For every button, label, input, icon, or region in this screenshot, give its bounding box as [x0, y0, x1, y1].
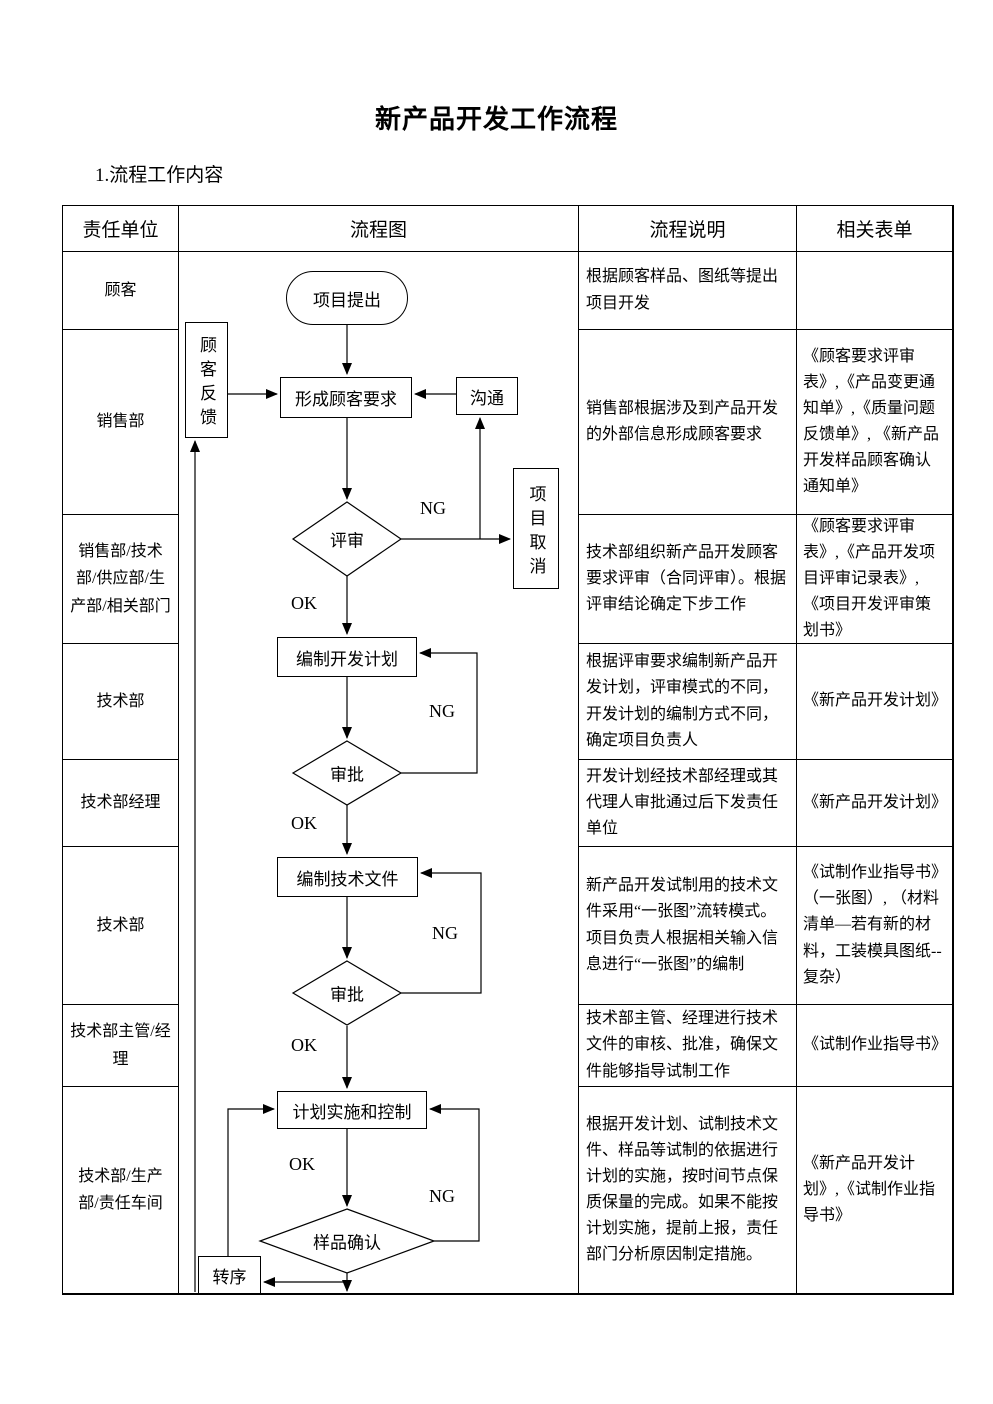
start-node: 项目提出	[286, 271, 408, 325]
transfer-node: 转序	[198, 1256, 261, 1293]
review-diamond-label: 评审	[330, 531, 364, 551]
ok-label-review: OK	[291, 593, 317, 613]
forms-cell: 《顾客要求评审表》,《产品开发项目评审记录表》, 《项目开发评审策划书》	[797, 515, 953, 644]
sample-confirm-diamond-label: 样品确认	[313, 1233, 381, 1253]
description-cell: 技术部组织新产品开发顾客要求评审（合同评审）。根据评审结论确定下步工作	[579, 515, 797, 644]
review-diamond	[291, 501, 403, 577]
forms-cell: 《顾客要求评审表》,《产品变更通知单》,《质量问题反馈单》, 《新产品开发样品顾…	[797, 330, 953, 515]
section-heading: 1.流程工作内容	[95, 165, 224, 186]
ng-label-approve1: NG	[429, 701, 455, 721]
customer-feedback-node: 顾客反馈	[185, 322, 228, 438]
header-unit: 责任单位	[63, 206, 179, 252]
description-cell: 新产品开发试制用的技术文件采用“一张图”流转模式。项目负责人根据相关输入信息进行…	[579, 847, 797, 1005]
make-tech-docs-node: 编制技术文件	[277, 857, 418, 897]
plan-execute-node: 计划实施和控制	[277, 1091, 427, 1129]
approve1-diamond	[291, 740, 403, 806]
header-description: 流程说明	[579, 206, 797, 252]
communicate-node: 沟通	[456, 377, 518, 415]
description-cell: 根据顾客样品、图纸等提出项目开发	[579, 252, 797, 330]
forms-cell	[797, 252, 953, 330]
description-cell: 根据开发计划、试制技术文件、样品等试制的依据进行计划的实施，按时间节点保质保量的…	[579, 1087, 797, 1294]
unit-cell: 技术部	[63, 847, 179, 1005]
unit-cell: 销售部	[63, 330, 179, 515]
header-forms: 相关表单	[797, 206, 953, 252]
unit-cell: 销售部/技术部/供应部/生产部/相关部门	[63, 515, 179, 644]
unit-cell: 技术部经理	[63, 760, 179, 847]
ng-label-sample: NG	[429, 1186, 455, 1206]
make-dev-plan-node: 编制开发计划	[277, 637, 417, 677]
project-cancel-node: 项目取消	[513, 468, 559, 589]
ok-label-sample: OK	[289, 1154, 315, 1174]
page-title: 新产品开发工作流程	[374, 104, 618, 134]
unit-cell: 技术部	[63, 644, 179, 760]
unit-cell: 技术部/生产部/责任车间	[63, 1087, 179, 1294]
ok-label-approve2: OK	[291, 1035, 317, 1055]
description-cell: 技术部主管、经理进行技术文件的审核、批准，确保文件能够指导试制工作	[579, 1005, 797, 1087]
unit-cell: 顾客	[63, 252, 179, 330]
sample-confirm-diamond	[258, 1208, 436, 1274]
forms-cell: 《试制作业指导书》	[797, 1005, 953, 1087]
description-cell: 根据评审要求编制新产品开发计划，评审模式的不同，开发计划的编制方式不同，确定项目…	[579, 644, 797, 760]
ng-label-approve2: NG	[432, 923, 458, 943]
unit-cell: 技术部主管/经理	[63, 1005, 179, 1087]
ok-label-approve1: OK	[291, 813, 317, 833]
flowchart-connectors	[190, 325, 511, 1292]
description-cell: 销售部根据涉及到产品开发的外部信息形成顾客要求	[579, 330, 797, 515]
form-requirements-node: 形成顾客要求	[280, 377, 412, 418]
description-cell: 开发计划经技术部经理或其代理人审批通过后下发责任单位	[579, 760, 797, 847]
flowchart-cell: 项目提出 顾客反馈 形成顾客要求 沟通 项目取消 编制开发计划 编制技术文件 计…	[179, 252, 579, 1294]
forms-cell: 《新产品开发计划》,《试制作业指导书》	[797, 1087, 953, 1294]
approve2-diamond	[291, 960, 403, 1026]
ng-label-review: NG	[420, 498, 446, 518]
process-table: 责任单位 流程图 流程说明 相关表单	[62, 205, 954, 1295]
approve1-diamond-label: 审批	[330, 765, 364, 785]
forms-cell: 《新产品开发计划》	[797, 760, 953, 847]
approve2-diamond-label: 审批	[330, 985, 364, 1005]
header-flowchart: 流程图	[179, 206, 579, 252]
forms-cell: 《新产品开发计划》	[797, 644, 953, 760]
forms-cell: 《试制作业指导书》（一张图）, （材料清单—若有新的材料，工装模具图纸--复杂）	[797, 847, 953, 1005]
